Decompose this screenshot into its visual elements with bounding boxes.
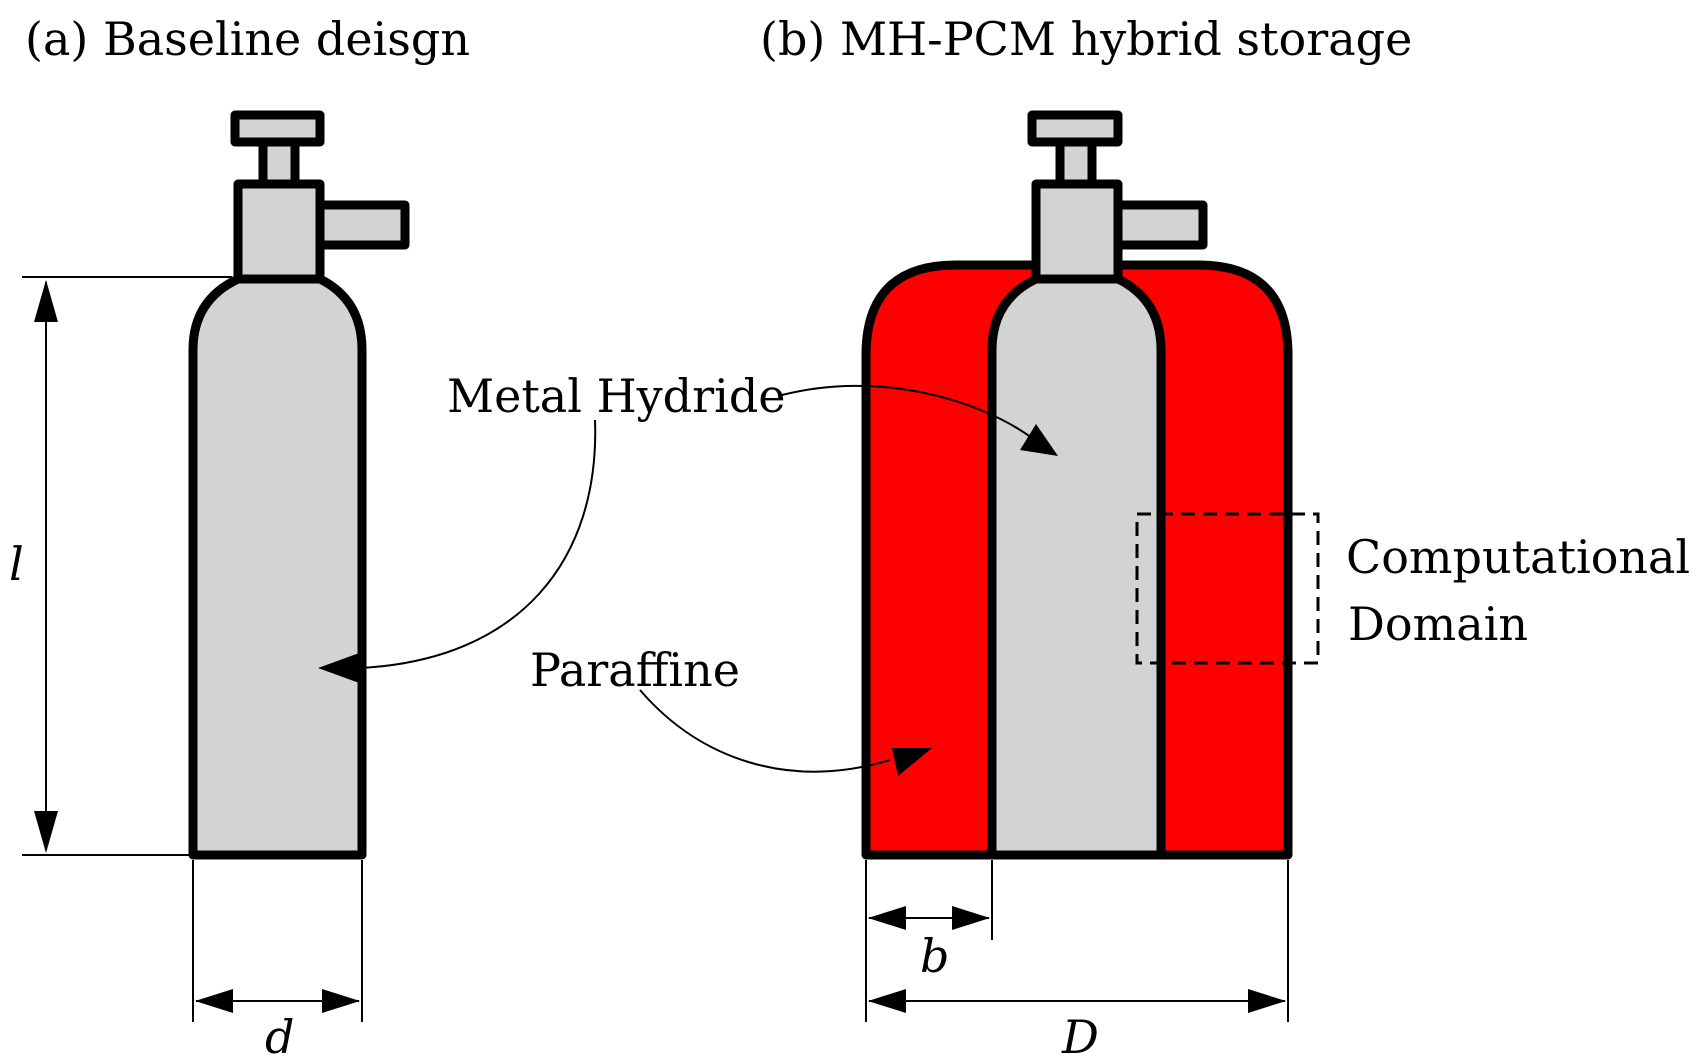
- dimension-D: [868, 860, 1289, 1022]
- baseline-vessel-body: [188, 274, 367, 860]
- dimension-label-D: D: [1061, 1010, 1099, 1058]
- baseline-valve-body: [233, 179, 325, 284]
- baseline-valve-outlet: [313, 200, 410, 250]
- arrowhead-metal-hydride-baseline: [318, 652, 362, 684]
- arrowhead-paraffine: [892, 748, 932, 776]
- dimension-label-d: d: [265, 1010, 294, 1058]
- dimension-label-l: l: [9, 537, 24, 591]
- leader-metal-hydride-baseline: [359, 419, 597, 669]
- title-hybrid-storage: (b) MH-PCM hybrid storage: [760, 12, 1412, 66]
- hybrid-valve-body: [1031, 179, 1123, 284]
- label-paraffine: Paraffine: [530, 643, 740, 697]
- baseline-cylinder: [188, 110, 410, 860]
- leader-paraffine: [639, 689, 891, 773]
- label-metal-hydride: Metal Hydride: [447, 369, 786, 423]
- computational-domain-box: [1135, 512, 1320, 665]
- arrowhead-metal-hydride-hybrid: [1020, 424, 1058, 456]
- hybrid-valve-outlet: [1111, 200, 1208, 250]
- dimension-b: [865, 860, 993, 1022]
- metal-hydride-vessel: [987, 274, 1166, 860]
- title-baseline-design: (a) Baseline deisgn: [25, 12, 470, 66]
- leader-metal-hydride-hybrid: [781, 384, 1033, 439]
- dimension-label-b: b: [920, 929, 949, 983]
- label-computational: Computational: [1346, 530, 1690, 584]
- dimension-d: [192, 860, 363, 1022]
- hybrid-storage: [861, 110, 1293, 860]
- baseline-valve-stem: [258, 137, 300, 189]
- label-domain: Domain: [1348, 597, 1528, 651]
- hybrid-valve-stem: [1055, 137, 1097, 189]
- dimension-l: [22, 276, 232, 856]
